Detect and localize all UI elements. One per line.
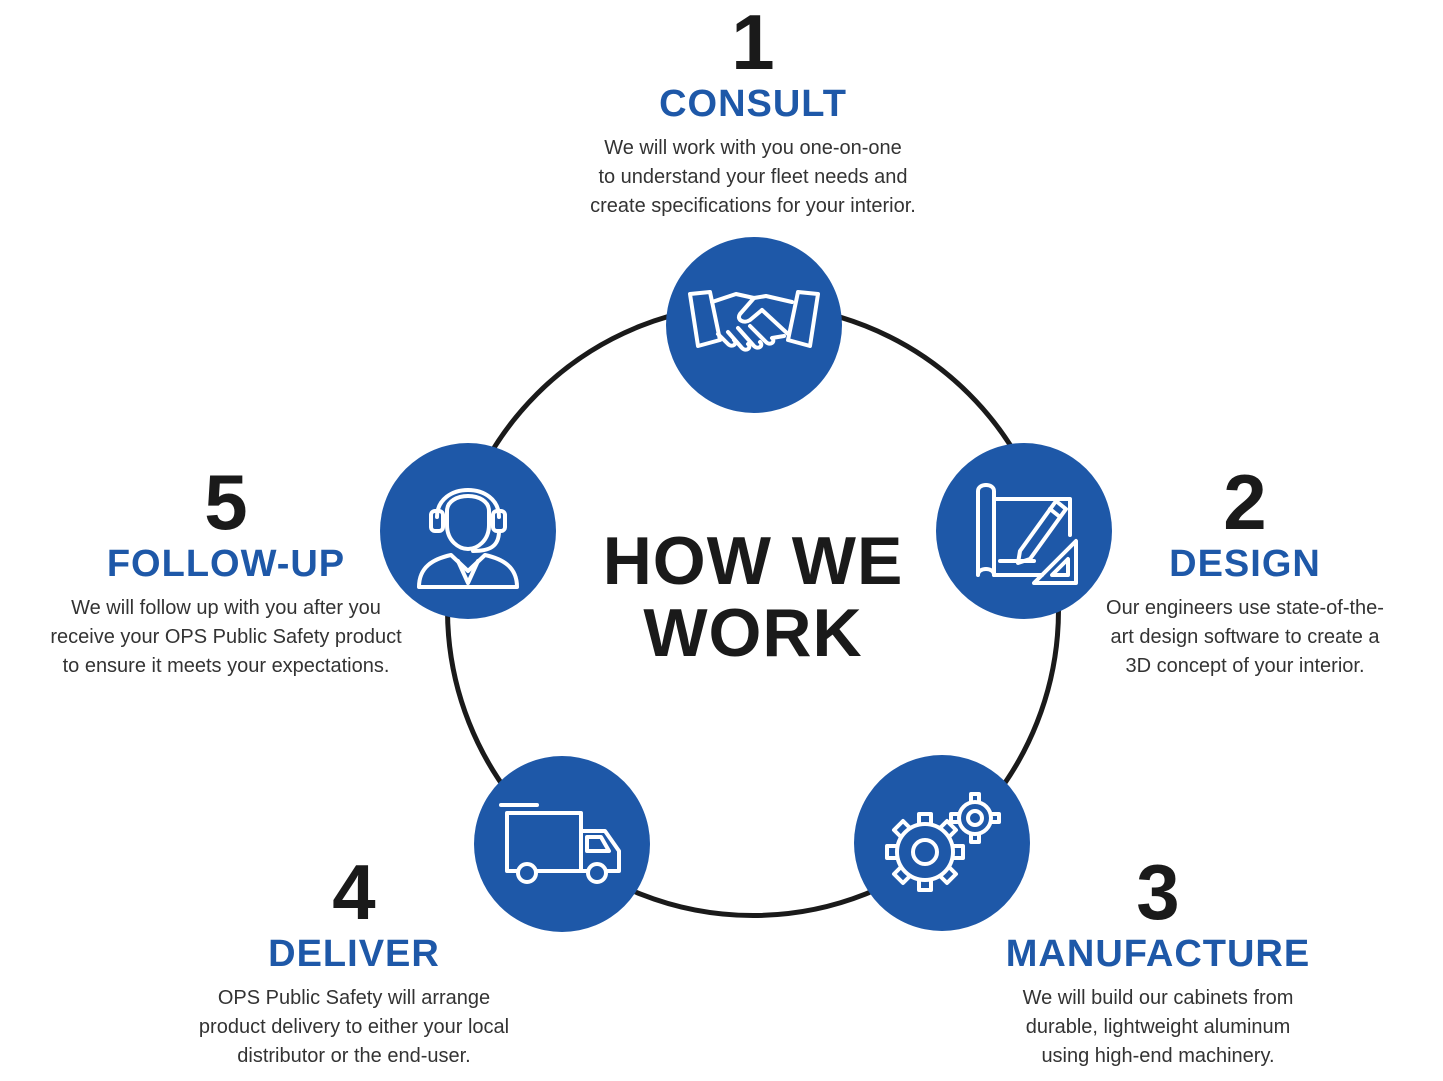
step-manufacture: 3 MANUFACTURE We will build our cabinets… <box>978 852 1338 1071</box>
gears-icon <box>885 792 1001 892</box>
step-title: FOLLOW-UP <box>106 543 346 585</box>
step-title: CONSULT <box>659 83 847 125</box>
step-number: 4 <box>332 848 376 936</box>
step-description: Our engineers use state-of-the- art desi… <box>1106 597 1384 677</box>
step-description: We will work with you one-on-one to unde… <box>590 137 916 217</box>
step-title: DESIGN <box>1169 543 1321 585</box>
step-follow-up: 5 FOLLOW-UP We will follow up with you a… <box>6 462 446 681</box>
step-description: We will follow up with you after you rec… <box>50 597 402 677</box>
delivery-truck-icon <box>499 803 621 884</box>
center-title: HOW WE WORK <box>553 525 953 669</box>
step-consult: 1 CONSULT We will work with you one-on-o… <box>553 2 953 221</box>
step-title: DELIVER <box>268 933 440 975</box>
step-number: 5 <box>204 458 248 546</box>
deliver-node <box>474 756 650 932</box>
step-description: We will build our cabinets from durable,… <box>1022 987 1294 1067</box>
step-number: 2 <box>1223 458 1267 546</box>
step-design: 2 DESIGN Our engineers use state-of-the-… <box>1075 462 1415 681</box>
follow-up-node <box>380 443 556 619</box>
center-title-line-2: WORK <box>643 595 863 671</box>
headset-agent-icon <box>417 488 519 589</box>
step-number: 3 <box>1136 848 1180 936</box>
step-number: 1 <box>731 0 775 86</box>
design-node <box>936 443 1112 619</box>
consult-node <box>666 237 842 413</box>
handshake-icon <box>688 290 820 352</box>
blueprint-pencil-icon <box>976 483 1078 585</box>
manufacture-node <box>854 755 1030 931</box>
step-title: MANUFACTURE <box>1005 933 1311 975</box>
step-deliver: 4 DELIVER OPS Public Safety will arrange… <box>154 852 554 1071</box>
center-title-line-1: HOW WE <box>602 523 904 599</box>
step-description: OPS Public Safety will arrange product d… <box>198 987 510 1067</box>
